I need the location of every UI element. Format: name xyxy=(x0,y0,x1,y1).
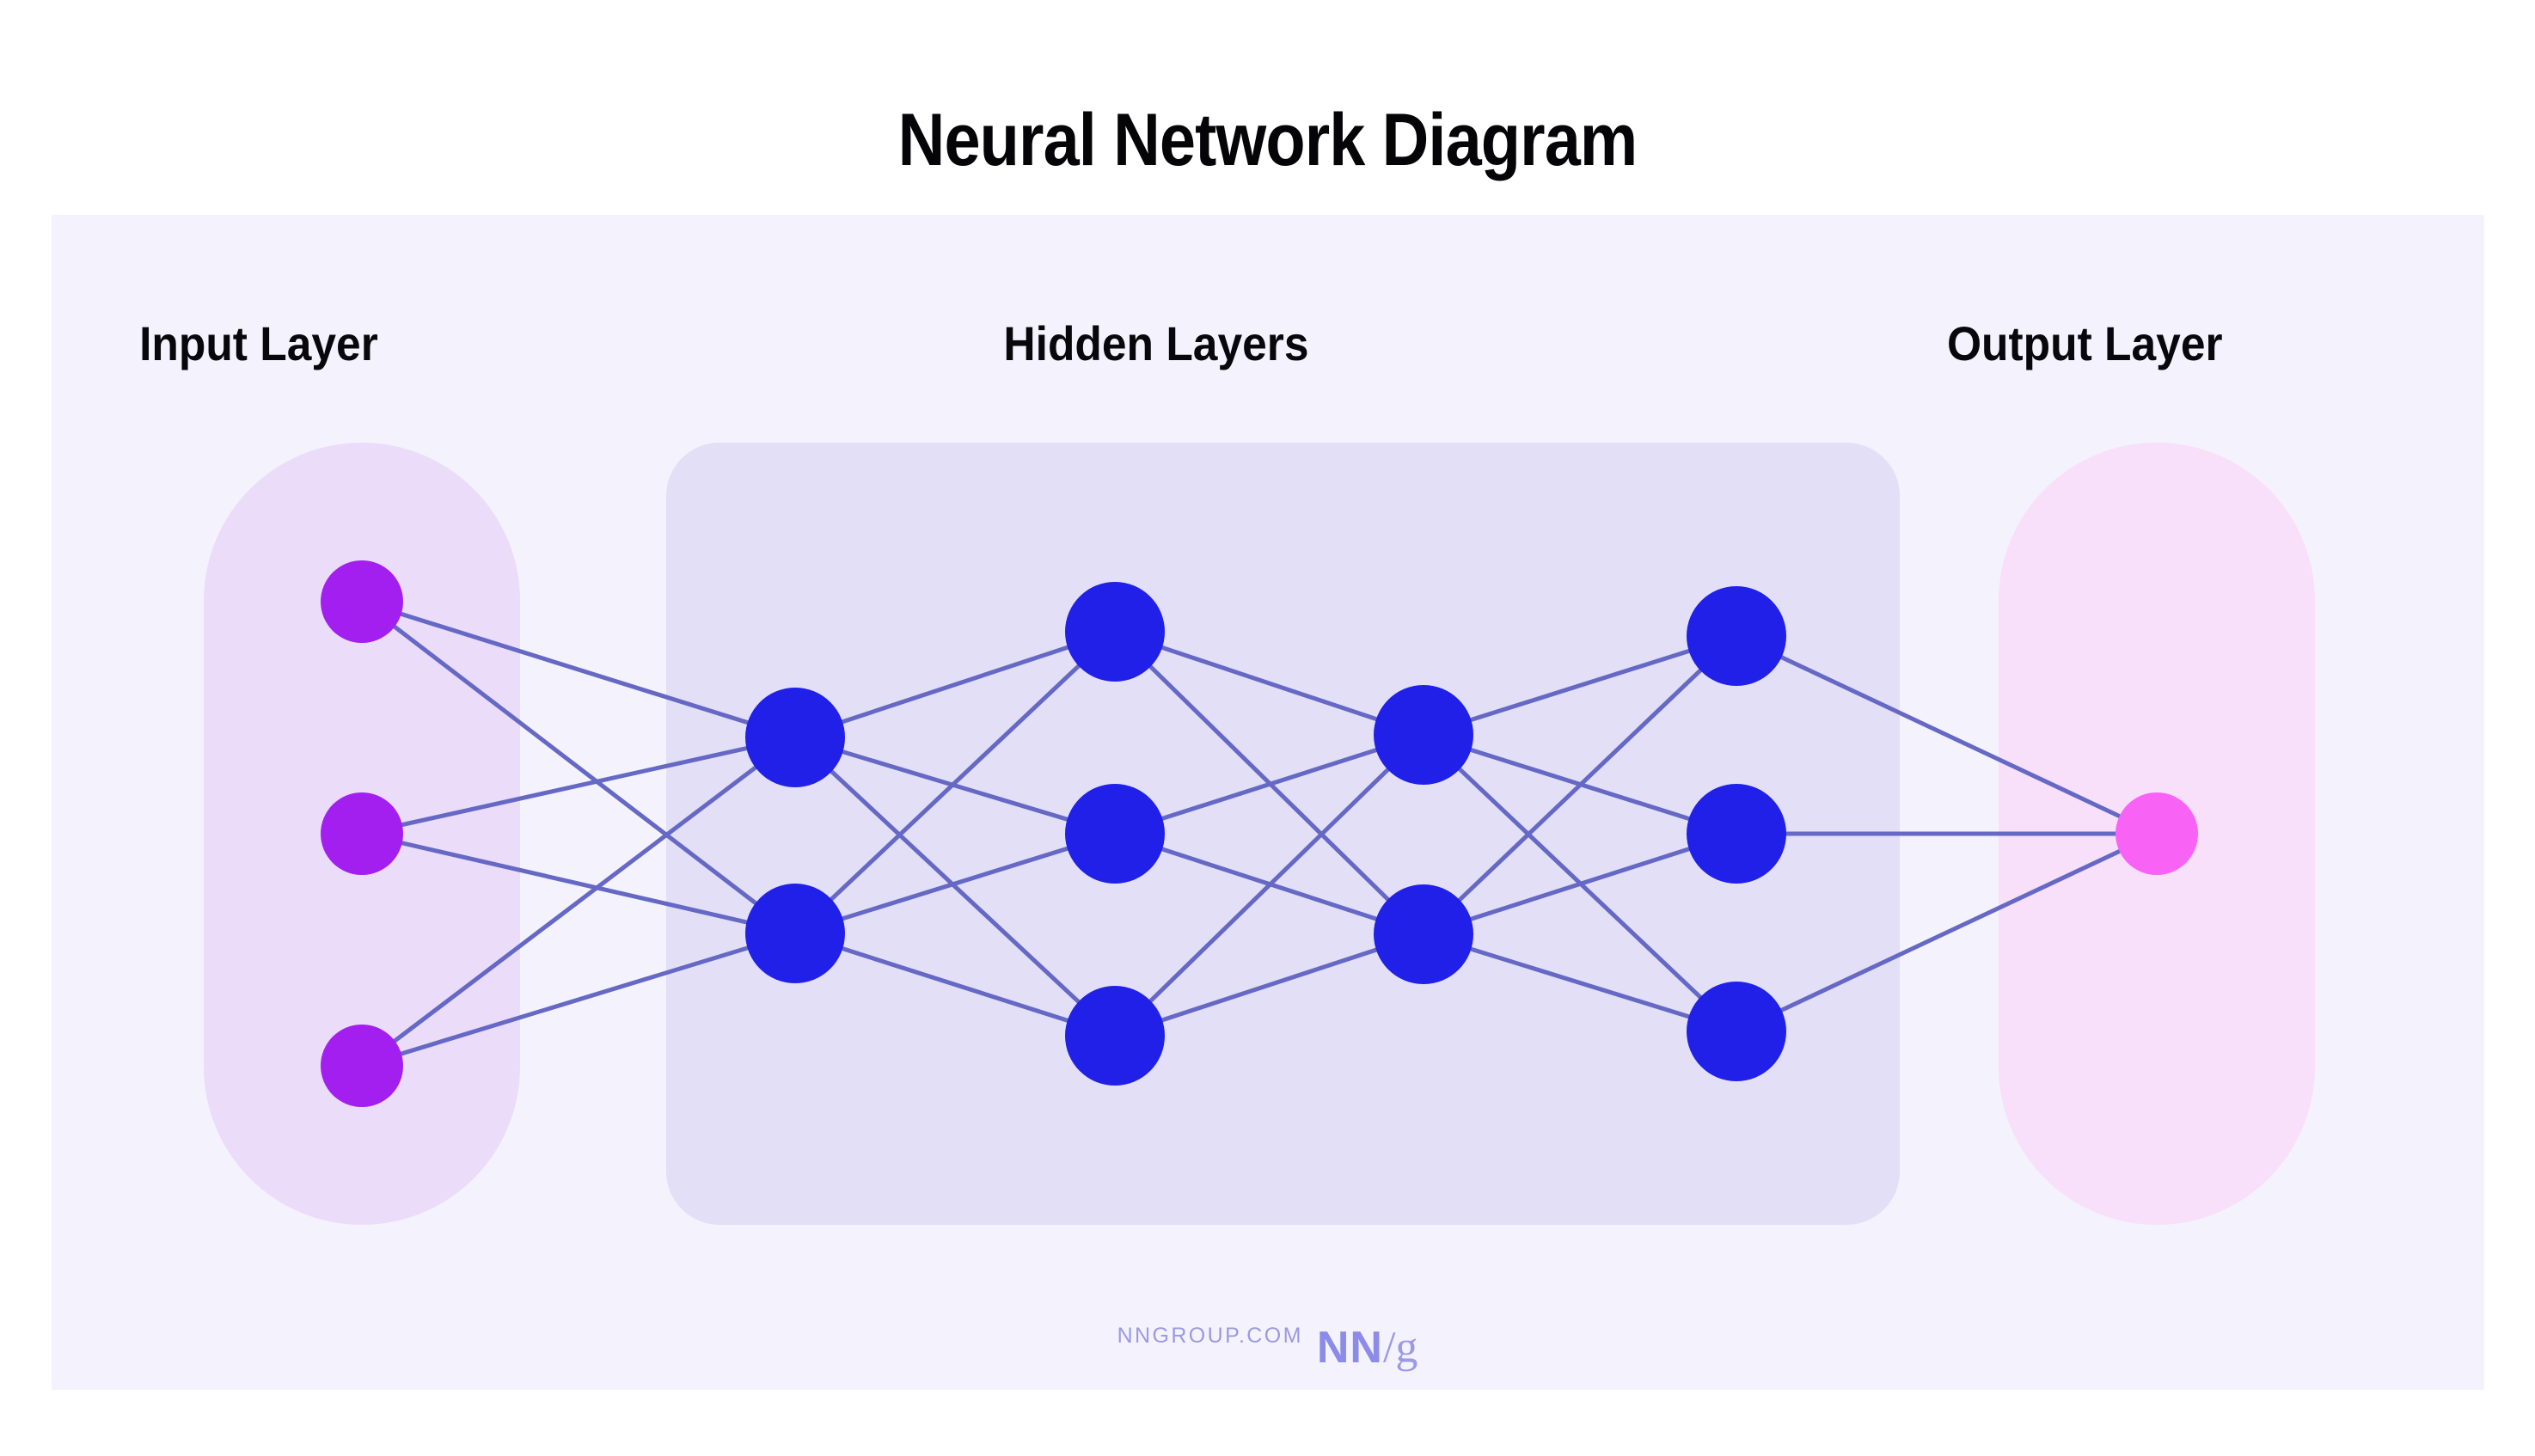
hidden-layers-label: Hidden Layers xyxy=(1003,316,1309,370)
input-layer-label: Input Layer xyxy=(139,316,378,370)
nng-logo-slash-g: /g xyxy=(1382,1323,1418,1373)
hidden-layers-group xyxy=(666,443,1900,1225)
footer-domain-text: NNGROUP.COM xyxy=(1117,1324,1303,1349)
output-layer-group xyxy=(1999,443,2315,1225)
output-layer-label: Output Layer xyxy=(1946,316,2223,370)
nng-logo-nn: NN xyxy=(1316,1323,1383,1373)
page-title: Neural Network Diagram xyxy=(897,98,1638,181)
input-layer-group xyxy=(204,443,520,1225)
footer-watermark: NNGROUP.COM NN/g xyxy=(0,1322,2535,1373)
